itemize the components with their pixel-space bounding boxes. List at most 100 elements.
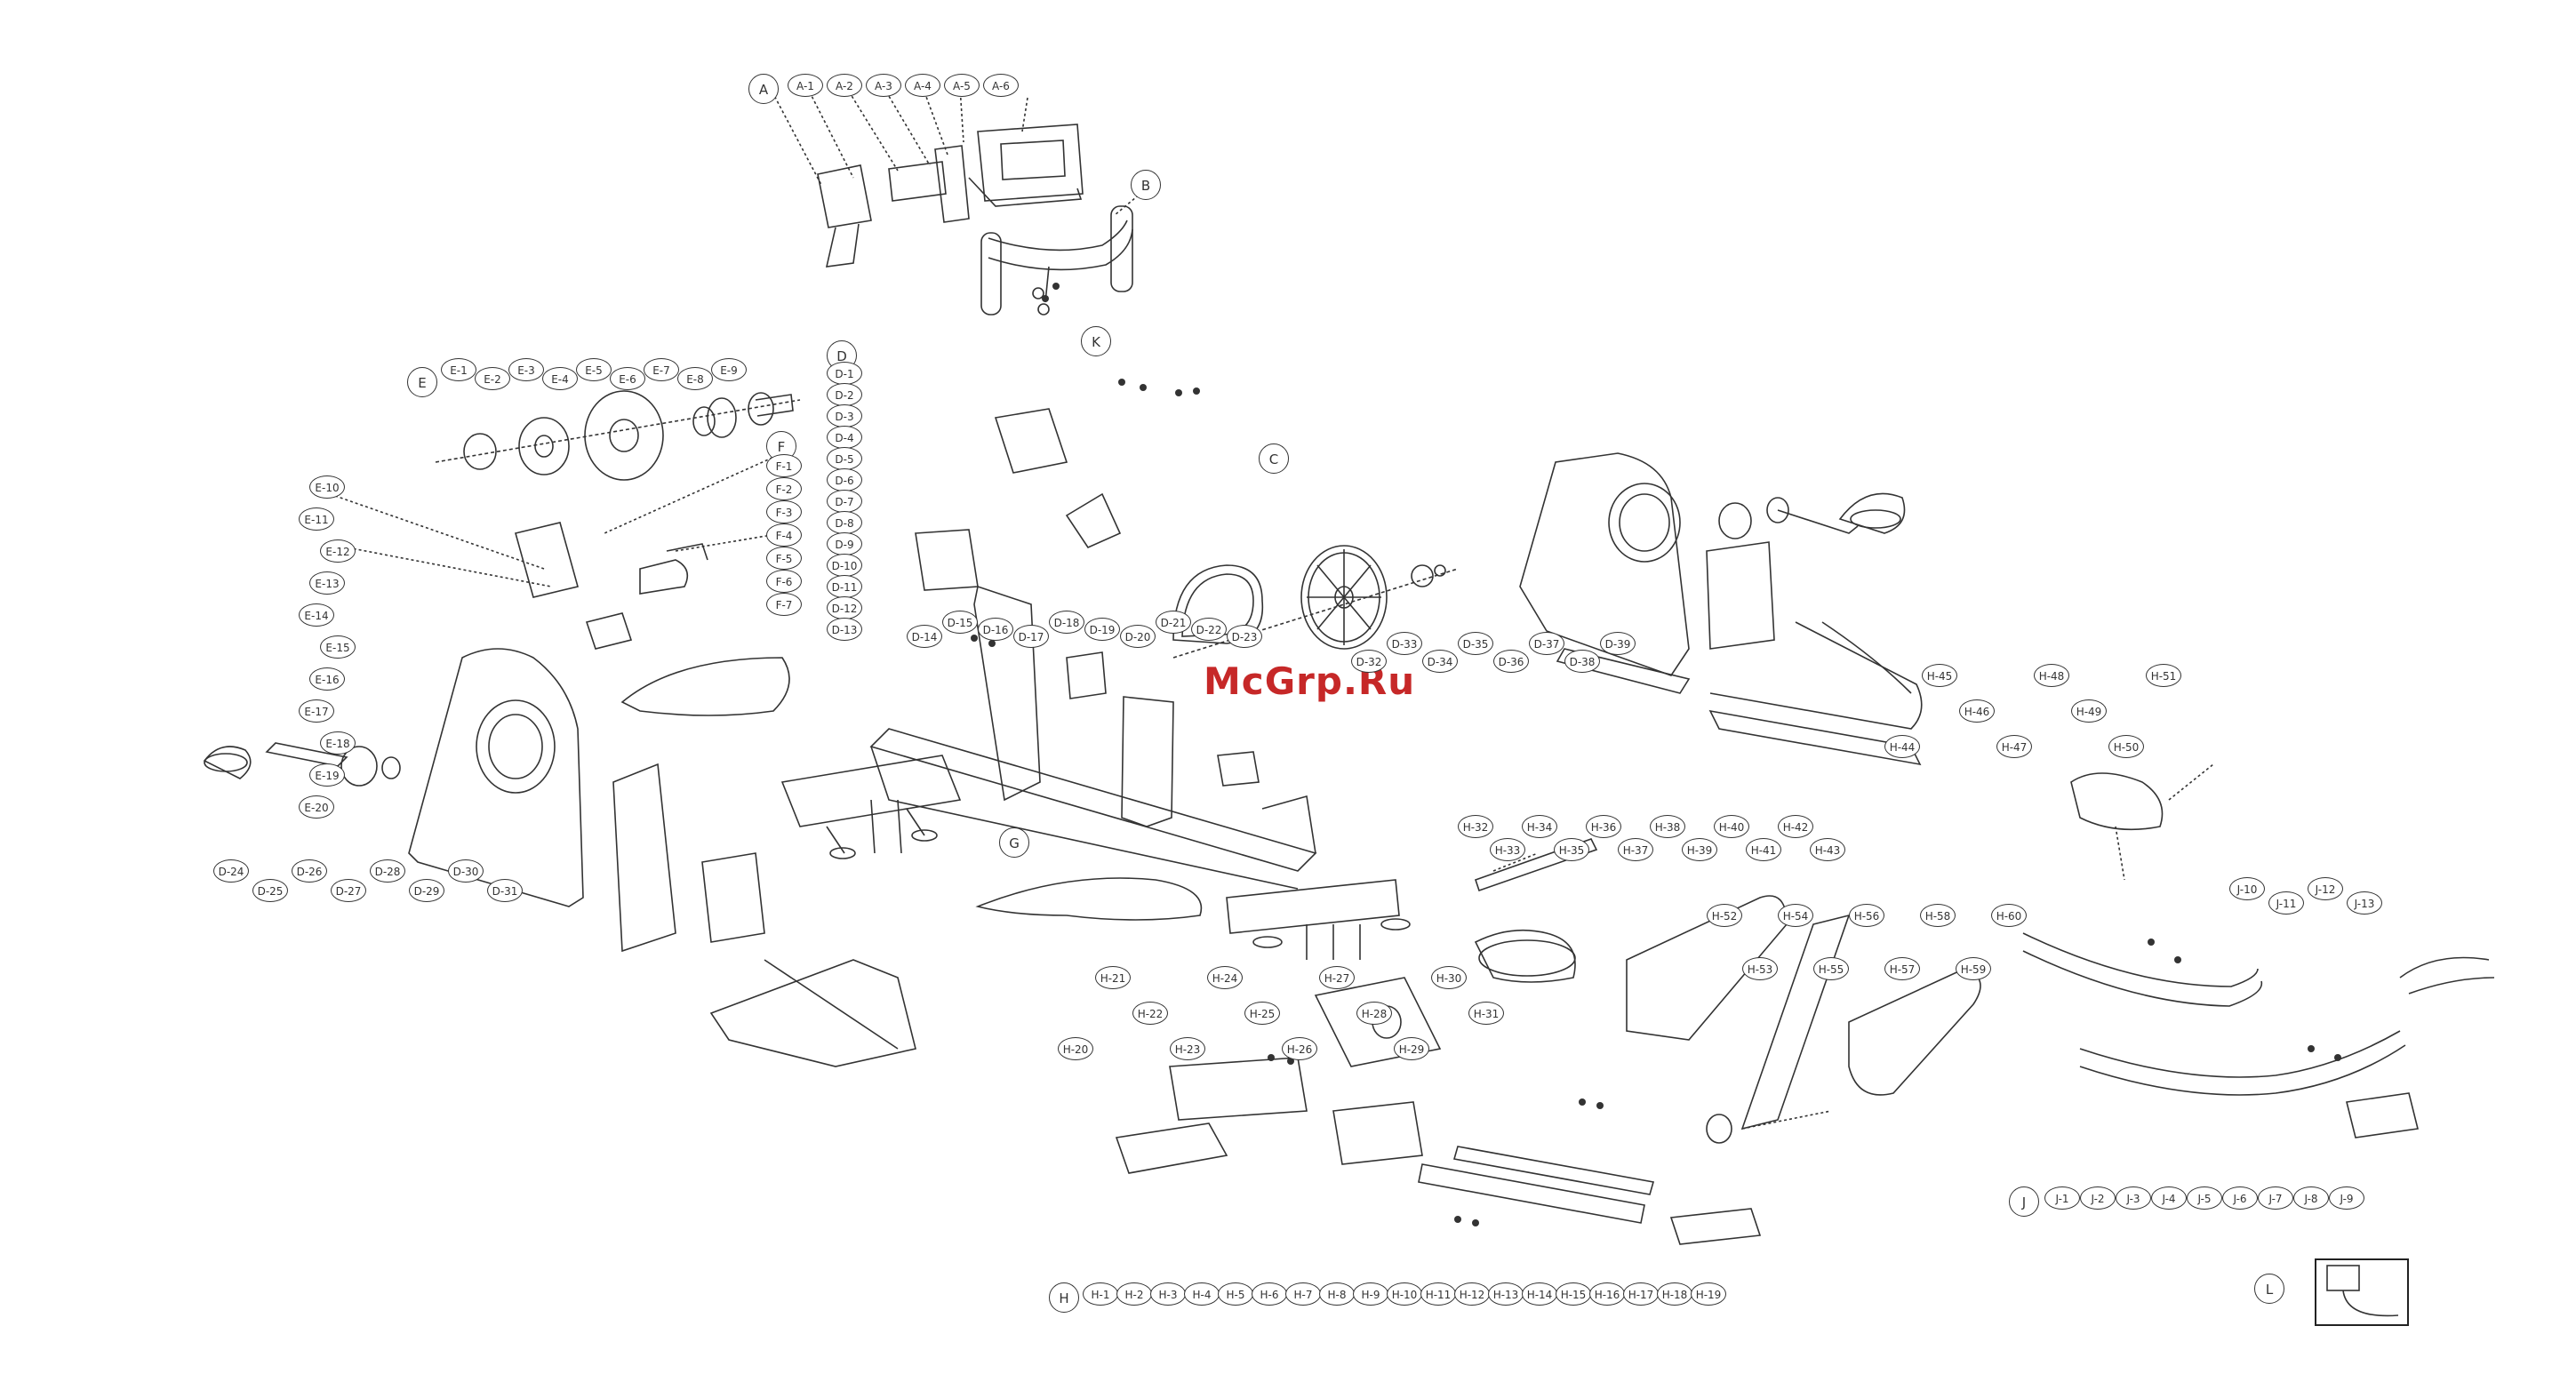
callout-d-20: D-20 bbox=[1120, 625, 1156, 648]
callout-j-3: J-3 bbox=[2116, 1186, 2151, 1210]
callout-h-4: H-4 bbox=[1184, 1282, 1220, 1306]
callout-h-7: H-7 bbox=[1285, 1282, 1321, 1306]
callout-d-22: D-22 bbox=[1191, 618, 1227, 641]
callout-h-28: H-28 bbox=[1356, 1002, 1392, 1025]
callout-h-36: H-36 bbox=[1586, 815, 1621, 838]
callout-j-1: J-1 bbox=[2044, 1186, 2080, 1210]
callout-f-6: F-6 bbox=[766, 570, 802, 593]
callout-d-32: D-32 bbox=[1351, 650, 1387, 673]
callout-j-2: J-2 bbox=[2080, 1186, 2116, 1210]
callout-d-28: D-28 bbox=[370, 859, 405, 883]
callout-h-12: H-12 bbox=[1454, 1282, 1490, 1306]
callout-b: B bbox=[1131, 170, 1161, 200]
tension-bracket bbox=[604, 452, 783, 595]
callout-d-13: D-13 bbox=[827, 618, 862, 641]
callout-h-54: H-54 bbox=[1778, 904, 1813, 927]
callout-h-49: H-49 bbox=[2071, 699, 2107, 723]
callout-a-4: A-4 bbox=[905, 74, 940, 97]
callout-e-12: E-12 bbox=[320, 539, 356, 563]
callout-e-16: E-16 bbox=[309, 667, 345, 691]
callout-e-19: E-19 bbox=[309, 763, 345, 787]
callout-j-8: J-8 bbox=[2293, 1186, 2329, 1210]
callout-a-2: A-2 bbox=[827, 74, 862, 97]
callout-e-11: E-11 bbox=[299, 507, 334, 531]
callout-d-24: D-24 bbox=[213, 859, 249, 883]
callout-h-10: H-10 bbox=[1387, 1282, 1422, 1306]
callout-h-33: H-33 bbox=[1490, 838, 1525, 861]
callout-d-2: D-2 bbox=[827, 383, 862, 406]
callout-h-29: H-29 bbox=[1394, 1037, 1429, 1060]
callout-h-30: H-30 bbox=[1431, 966, 1467, 989]
callout-d-31: D-31 bbox=[487, 879, 523, 902]
callout-h-32: H-32 bbox=[1458, 815, 1493, 838]
callout-d-37: D-37 bbox=[1529, 632, 1564, 655]
power-adapter bbox=[2326, 1265, 2399, 1317]
console-assembly bbox=[769, 86, 1084, 268]
callout-a: A bbox=[748, 74, 779, 104]
callout-f-5: F-5 bbox=[766, 547, 802, 570]
callout-e-14: E-14 bbox=[299, 603, 334, 627]
callout-h-1: H-1 bbox=[1083, 1282, 1118, 1306]
callout-f-4: F-4 bbox=[766, 523, 802, 547]
callout-h-44: H-44 bbox=[1884, 735, 1920, 758]
callout-e-2: E-2 bbox=[475, 367, 510, 390]
callout-e-6: E-6 bbox=[610, 367, 645, 390]
callout-g: G bbox=[999, 827, 1029, 858]
callout-h-51: H-51 bbox=[2146, 664, 2181, 687]
callout-d-12: D-12 bbox=[827, 596, 862, 619]
callout-h-16: H-16 bbox=[1589, 1282, 1625, 1306]
main-frame bbox=[869, 408, 1317, 890]
callout-h-34: H-34 bbox=[1522, 815, 1557, 838]
callout-h-13: H-13 bbox=[1488, 1282, 1524, 1306]
callout-j-7: J-7 bbox=[2258, 1186, 2293, 1210]
callout-h-21: H-21 bbox=[1095, 966, 1131, 989]
callout-h-31: H-31 bbox=[1468, 1002, 1504, 1025]
callout-h-23: H-23 bbox=[1170, 1037, 1205, 1060]
callout-d-9: D-9 bbox=[827, 532, 862, 555]
callout-h-38: H-38 bbox=[1650, 815, 1685, 838]
callout-h-53: H-53 bbox=[1742, 957, 1778, 980]
callout-h-17: H-17 bbox=[1623, 1282, 1659, 1306]
callout-e-10: E-10 bbox=[309, 475, 345, 499]
callout-d-26: D-26 bbox=[292, 859, 327, 883]
callout-d-33: D-33 bbox=[1387, 632, 1422, 655]
callout-e: E bbox=[407, 367, 437, 397]
drive-belt-pulley bbox=[1172, 545, 1459, 659]
callout-h-8: H-8 bbox=[1319, 1282, 1355, 1306]
upper-handlebar bbox=[980, 188, 1148, 316]
callout-e-8: E-8 bbox=[677, 367, 713, 390]
callout-f-1: F-1 bbox=[766, 454, 802, 477]
callout-h-56: H-56 bbox=[1849, 904, 1884, 927]
callout-h-35: H-35 bbox=[1554, 838, 1589, 861]
callout-d-30: D-30 bbox=[448, 859, 484, 883]
callout-f-3: F-3 bbox=[766, 500, 802, 523]
callout-a-3: A-3 bbox=[866, 74, 901, 97]
lower-handlebar bbox=[2022, 763, 2495, 1138]
callout-h-19: H-19 bbox=[1691, 1282, 1726, 1306]
callout-e-1: E-1 bbox=[441, 358, 476, 381]
right-side-cover bbox=[1519, 452, 1923, 766]
callout-j-9: J-9 bbox=[2329, 1186, 2364, 1210]
callout-d-16: D-16 bbox=[978, 618, 1013, 641]
callout-h-3: H-3 bbox=[1150, 1282, 1186, 1306]
callout-h-26: H-26 bbox=[1282, 1037, 1317, 1060]
callout-j-13: J-13 bbox=[2347, 891, 2382, 915]
callout-d-1: D-1 bbox=[827, 362, 862, 385]
callout-f-2: F-2 bbox=[766, 477, 802, 500]
fasteners bbox=[971, 283, 2341, 1226]
callout-a-5: A-5 bbox=[944, 74, 980, 97]
callout-d-25: D-25 bbox=[252, 879, 288, 902]
callout-e-4: E-4 bbox=[542, 367, 578, 390]
callout-h-15: H-15 bbox=[1556, 1282, 1591, 1306]
callout-j-6: J-6 bbox=[2222, 1186, 2258, 1210]
callout-h-37: H-37 bbox=[1618, 838, 1653, 861]
callout-j: J bbox=[2009, 1186, 2039, 1217]
callout-j-10: J-10 bbox=[2229, 877, 2265, 900]
callout-k: K bbox=[1081, 326, 1111, 356]
callout-e-3: E-3 bbox=[508, 358, 544, 381]
callout-h-52: H-52 bbox=[1707, 904, 1742, 927]
callout-h-39: H-39 bbox=[1682, 838, 1717, 861]
callout-d-6: D-6 bbox=[827, 468, 862, 491]
callout-d-18: D-18 bbox=[1049, 611, 1084, 634]
